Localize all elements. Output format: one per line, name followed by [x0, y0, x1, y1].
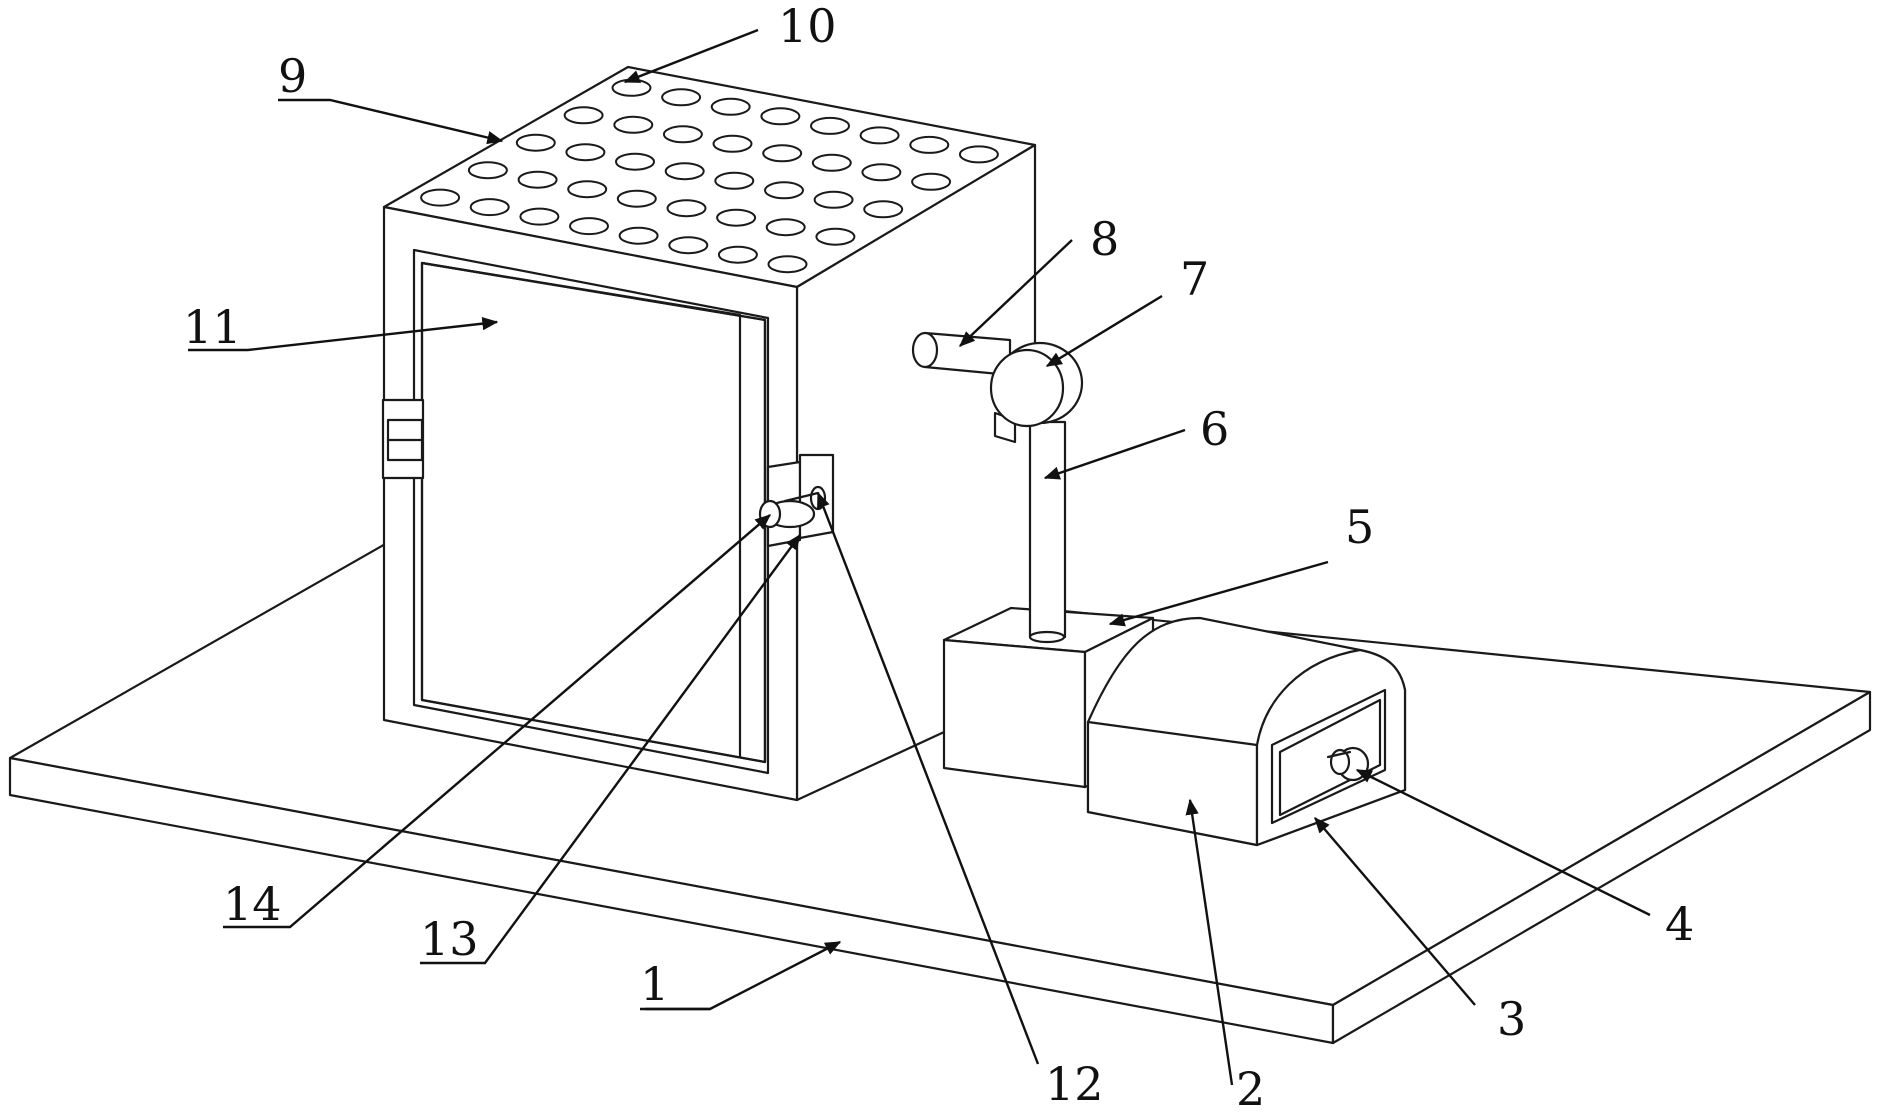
vent-hole — [861, 127, 899, 143]
label-12: 12 — [1045, 1057, 1104, 1111]
door-panel — [422, 263, 765, 762]
vent-hole — [614, 117, 652, 133]
vent-hole — [469, 162, 507, 178]
vent-hole — [719, 247, 757, 263]
vent-hole — [613, 80, 651, 96]
label-13: 13 — [420, 912, 479, 966]
vent-hole — [910, 137, 948, 153]
vent-hole — [862, 164, 900, 180]
vent-hole — [664, 126, 702, 142]
vent-hole — [811, 118, 849, 134]
vent-hole — [816, 229, 854, 245]
vent-hole — [813, 155, 851, 171]
vent-hole — [566, 144, 604, 160]
vent-hole — [666, 163, 704, 179]
vent-hole — [618, 191, 656, 207]
label-3: 3 — [1497, 992, 1526, 1046]
vent-hole — [568, 181, 606, 197]
vent-hole — [570, 218, 608, 234]
vent-hole — [662, 89, 700, 105]
label-1: 1 — [640, 957, 669, 1011]
vent-hole — [864, 201, 902, 217]
label-4: 4 — [1665, 897, 1694, 951]
vent-hole — [668, 200, 706, 216]
label-5: 5 — [1345, 500, 1374, 554]
vent-hole — [717, 210, 755, 226]
vent-hole — [620, 228, 658, 244]
vent-hole — [765, 182, 803, 198]
vent-hole — [519, 172, 557, 188]
vent-hole — [517, 135, 555, 151]
vent-hole — [520, 209, 558, 225]
label-2: 2 — [1236, 1062, 1265, 1116]
vent-hole — [761, 108, 799, 124]
vent-hole — [912, 174, 950, 190]
vent-hole — [421, 190, 459, 206]
vent-hole — [769, 256, 807, 272]
label-10: 10 — [778, 0, 837, 53]
vent-hole — [763, 145, 801, 161]
label-7: 7 — [1180, 252, 1209, 306]
label-9: 9 — [278, 49, 307, 103]
label-14: 14 — [223, 877, 282, 931]
vent-hole — [471, 199, 509, 215]
vent-hole — [715, 173, 753, 189]
vent-hole — [616, 154, 654, 170]
vent-hole — [767, 219, 805, 235]
vent-hole — [714, 136, 752, 152]
vent-hole — [565, 107, 603, 123]
vent-hole — [669, 237, 707, 253]
vent-hole — [712, 99, 750, 115]
label-6: 6 — [1200, 402, 1229, 456]
label-11: 11 — [183, 300, 242, 354]
vent-hole — [960, 146, 998, 162]
vent-hole — [815, 192, 853, 208]
label-8: 8 — [1090, 212, 1119, 266]
